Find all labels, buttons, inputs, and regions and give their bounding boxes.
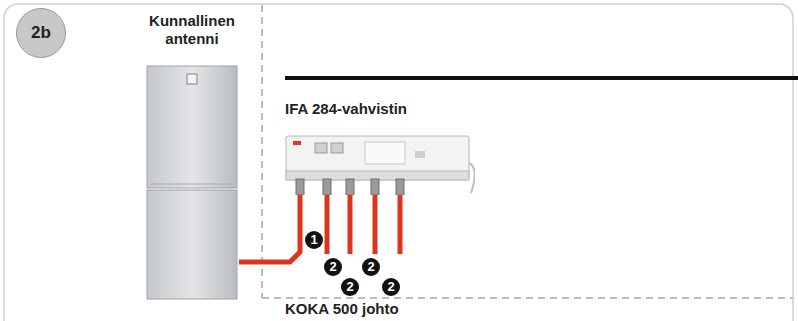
amplifier-box: IFA 284-vahvistin bbox=[285, 100, 475, 195]
step-number: 2b bbox=[31, 23, 51, 43]
amplifier-label bbox=[365, 142, 405, 164]
switch bbox=[331, 143, 343, 153]
cabinet-upper-door bbox=[147, 66, 237, 188]
led bbox=[415, 151, 425, 158]
antenna-cabinet: Kunnallinen antenni bbox=[145, 12, 239, 300]
callout-number: 2 bbox=[341, 278, 359, 296]
brand-mark bbox=[293, 141, 301, 145]
cable-name: KOKA 500 johto bbox=[285, 300, 399, 317]
callout-number: 2 bbox=[362, 258, 380, 276]
amplifier-illustration bbox=[285, 133, 475, 195]
part-heading: Kunnallinen antenni bbox=[145, 12, 239, 48]
coax-cable bbox=[239, 195, 300, 262]
dashed-floor bbox=[262, 297, 793, 299]
output-cable bbox=[398, 195, 403, 254]
amplifier-body bbox=[286, 136, 469, 180]
thick-line bbox=[285, 76, 798, 80]
callout-number: 1 bbox=[305, 231, 323, 249]
cabinet-edge bbox=[151, 184, 233, 185]
f-connector bbox=[296, 179, 304, 195]
cabinet-illustration bbox=[145, 65, 239, 300]
cabinet-lower-door bbox=[147, 190, 237, 299]
switch bbox=[315, 143, 327, 153]
callout-number: 2 bbox=[324, 258, 342, 276]
f-connector bbox=[323, 179, 331, 195]
f-connector bbox=[396, 179, 404, 195]
cabinet-lock bbox=[187, 74, 197, 84]
output-cable bbox=[348, 195, 353, 254]
part-heading: IFA 284-vahvistin bbox=[285, 100, 475, 118]
panel-border bbox=[4, 4, 793, 321]
f-connector bbox=[346, 179, 354, 195]
dashed-wall bbox=[261, 5, 263, 298]
step-circle: 2b bbox=[16, 8, 66, 58]
power-cord bbox=[469, 163, 475, 193]
output-cable bbox=[325, 195, 330, 254]
callout-number: 2 bbox=[382, 278, 400, 296]
output-cables bbox=[327, 195, 400, 254]
f-connector bbox=[371, 179, 379, 195]
output-cable bbox=[373, 195, 378, 254]
